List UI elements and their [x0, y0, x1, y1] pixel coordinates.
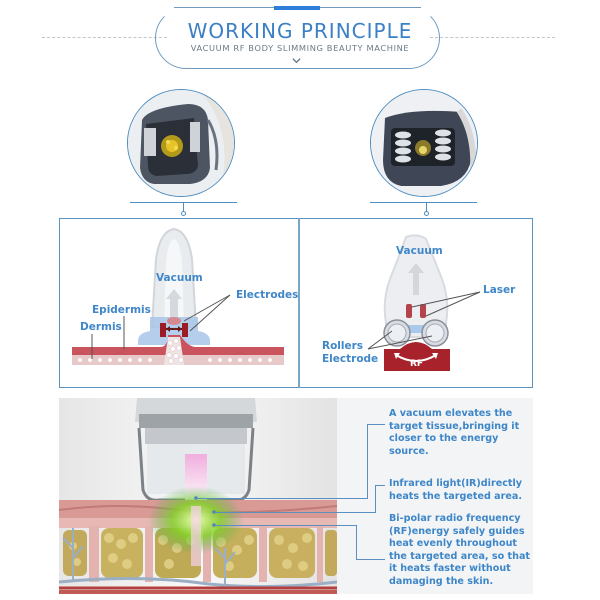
label-rf: RF [410, 359, 424, 369]
label-vacuum: Vacuum [156, 272, 203, 284]
connector-ir [214, 512, 376, 513]
connector-ir-v [375, 485, 376, 513]
label-electrodes: Electrodes [236, 289, 299, 301]
connector-ir-h2 [375, 485, 385, 486]
header-accent-bar [274, 6, 320, 10]
circle-connector-dot-left [181, 211, 186, 216]
label-laser: Laser [483, 284, 516, 296]
connector-rf-h2 [356, 559, 385, 560]
connector-rf-v [356, 525, 357, 559]
tissue-illustration-panel: A vacuum elevates the target tissue,brin… [59, 398, 533, 594]
header-divider-right [430, 37, 555, 38]
header-divider-left [42, 37, 167, 38]
circle-connector-dot-right [424, 211, 429, 216]
tissue-cross-section-image [59, 398, 337, 594]
diagram-divider [298, 218, 300, 388]
connector-vacuum-v [367, 424, 368, 499]
circle-connector-stem-right [426, 203, 427, 213]
circle-connector-stem-left [183, 203, 184, 213]
label-vacuum-right: Vacuum [396, 245, 443, 257]
page-subtitle: VACUUM RF BODY SLIMMING BEAUTY MACHINE [190, 43, 410, 53]
diagram-vacuum-electrodes: Vacuum Electrodes Epidermis Dermis [60, 219, 298, 387]
connector-vacuum [196, 498, 368, 499]
circle-connector-bar-left [130, 202, 237, 203]
device-image-roller-laser [370, 89, 478, 197]
page-title: WORKING PRINCIPLE [187, 19, 413, 43]
label-dermis: Dermis [80, 321, 122, 333]
explanation-infrared: Infrared light(IR)directly heats the tar… [389, 478, 523, 502]
label-epidermis: Epidermis [92, 304, 151, 316]
explanation-rf: Bi-polar radio frequency (RF)energy safe… [389, 513, 531, 587]
chevron-down-icon [292, 58, 301, 64]
connector-rf [214, 525, 357, 526]
explanation-vacuum: A vacuum elevates the target tissue,brin… [389, 408, 520, 457]
diagram-frame [59, 218, 533, 388]
circle-connector-bar-right [370, 202, 477, 203]
connector-vacuum-h2 [367, 424, 385, 425]
label-electrode: Electrode [322, 353, 379, 365]
label-rollers: Rollers [322, 340, 364, 352]
diagram-roller-laser: Vacuum Laser Rollers Electrode RF [300, 219, 532, 387]
device-image-vacuum-rf [127, 89, 235, 197]
